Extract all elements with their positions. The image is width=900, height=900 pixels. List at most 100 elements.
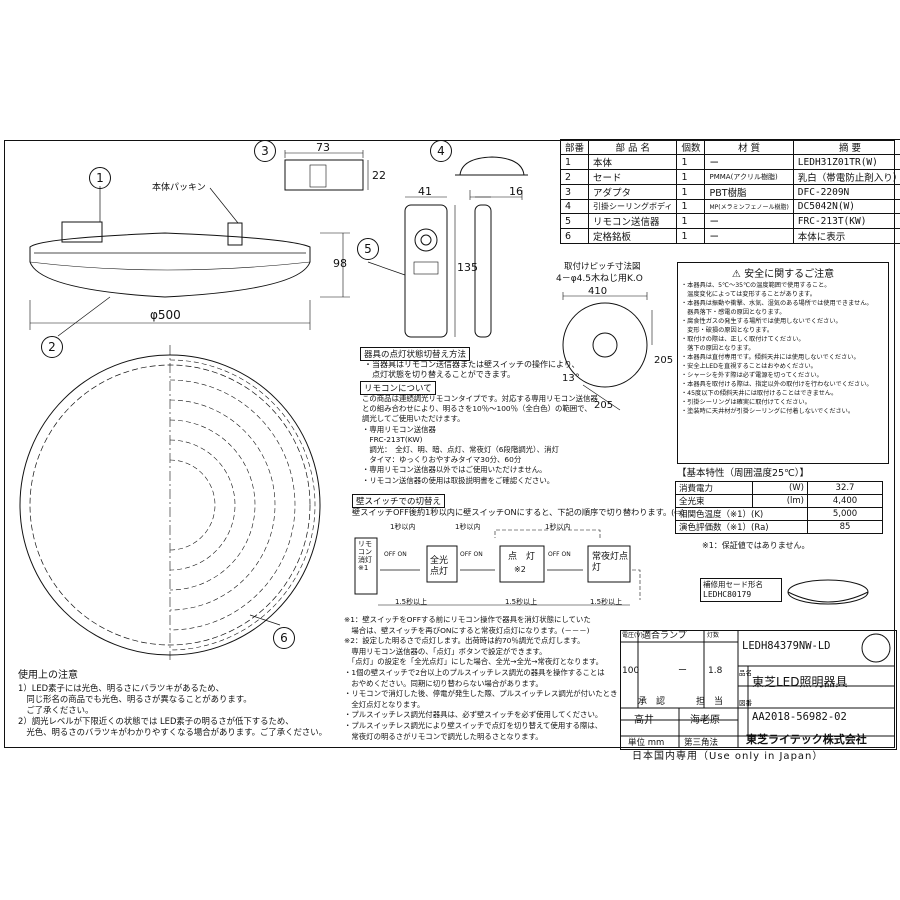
part-qty: 1 xyxy=(676,199,706,214)
part-summary: DFC-2209N xyxy=(792,184,900,200)
safety-line: 器具落下・感電の原因となります。 xyxy=(681,309,786,316)
parts-header: 部 品 名 xyxy=(588,139,678,155)
person-in-charge: 海老原 xyxy=(690,715,720,726)
fixture-side-view xyxy=(29,232,311,298)
remote-title: リモコンについて xyxy=(360,381,436,395)
part-name: 定格銘板 xyxy=(588,228,678,244)
projection: 第三角法 xyxy=(684,738,719,748)
dim-205b: 205 xyxy=(594,400,614,411)
product-thumbnail xyxy=(787,579,869,605)
off-on-2: OFF ON xyxy=(460,551,483,558)
unit: 単位 mm xyxy=(628,738,665,748)
part-no: 3 xyxy=(559,184,590,200)
safety-line: ・取付けの際は、正しく取付けてください。 xyxy=(681,336,805,343)
drawing-sheet xyxy=(4,140,895,748)
part-no: 5 xyxy=(559,213,590,229)
ratio: 1.8 xyxy=(708,666,723,676)
remote-line: タイマ：ゆっくりおやすみタイマ30分、60分 xyxy=(362,455,522,465)
screw-label: 4－φ4.5木ねじ用K.O xyxy=(556,274,643,284)
footnote-line: 「点灯」の設定を「全光点灯」にした場合、全光→全光→常夜灯となります。 xyxy=(344,657,604,667)
callout-4: 4 xyxy=(430,140,452,162)
footnote-line: ・プルスイッチレス調光により壁スイッチで点灯を切り替えて使用する際は、 xyxy=(344,720,603,730)
usage-title: 使用上の注意 xyxy=(18,670,78,681)
usage-line: 光色、明るさのバラツキがわかりやすくなる場合があります。ご了承ください。 xyxy=(18,727,328,737)
usage-lines: 1）LED素子には光色、明るさにバラツキがあるため、 同じ形名の商品でも光色、明… xyxy=(18,683,327,738)
parts-header: 部番 xyxy=(559,139,590,155)
footnote-line: 全灯点灯となります。 xyxy=(344,699,425,709)
charge-hdr: 担 当 xyxy=(696,697,724,707)
safety-line: 落下の原因となります。 xyxy=(681,345,755,352)
remote-off-label: リモコン消灯※1 xyxy=(358,540,372,572)
part-name: リモコン送信器 xyxy=(588,213,678,229)
title-block xyxy=(620,630,897,750)
mounting-plate xyxy=(562,302,648,388)
part-material: MP(メラミンフェノール樹脂) xyxy=(704,199,794,214)
switching-line-2: 点灯状態を切り替えることができます。 xyxy=(364,370,515,379)
part-material: ー xyxy=(704,213,794,229)
table-row: 相関色温度（※1）(K)5,000 xyxy=(675,507,883,521)
wall-switch-title: 壁スイッチでの切替え xyxy=(352,494,446,508)
table-row: 消費電力(W)32.7 xyxy=(675,481,883,495)
footer-japan-only: 日本国内専用（Use only in Japan） xyxy=(632,751,824,762)
safety-line: ・本器具は振動や衝撃、水気、湿気のある場所では使用できません。 xyxy=(681,300,873,307)
spec-unit: (lm) xyxy=(752,494,808,508)
parts-header: 摘 要 xyxy=(792,139,900,155)
remote-lines: この商品は連続調光リモコンタイプです。対応する専用リモコン送信器との組み合わせに… xyxy=(362,394,598,486)
safety-line: ・引掛シーリングは確実に取付けてください。 xyxy=(681,399,811,406)
part-no: 6 xyxy=(559,228,590,244)
dim-410: 410 xyxy=(588,286,608,297)
safety-line: ・本器具を取付ける際は、指定以外の取付けを行わないでください。 xyxy=(681,381,873,388)
state-on: 点 灯 xyxy=(508,552,536,562)
over-2: 1.5秒以上 xyxy=(505,598,538,606)
part-material: ー xyxy=(704,154,794,170)
safety-line: ・本器具は、5℃～35℃の温度範囲で使用すること。 xyxy=(681,282,831,289)
remote-line: との組み合わせにより、明るさを10％～100％（全白色）の範囲で、 xyxy=(362,404,592,414)
name-hdr: 品名 xyxy=(739,669,752,677)
lamp-hdr: 適合ランプ xyxy=(642,631,687,641)
part-summary: DC5042N(W) xyxy=(792,199,900,214)
part-no: 2 xyxy=(559,169,590,185)
table-row: 全光束(lm)4,400 xyxy=(675,494,883,508)
safety-line: ・シャーシを外す際は必ず電源を切ってください。 xyxy=(681,372,823,379)
title-block-grid xyxy=(620,630,895,748)
footnote-line: ・リモコンで消灯した後、停電が発生した際、プルスイッチレス調光が付いたとき xyxy=(344,689,618,699)
basic-specs-title: 【基本特性（周囲温度25℃）】 xyxy=(677,468,810,479)
dim-22: 22 xyxy=(372,169,386,182)
footnotes: ※1：壁スイッチをOFFする前にリモコン操作で器具を消灯状態にしていた 場合は、… xyxy=(344,615,617,742)
model-number: LEDH84379NW-LD xyxy=(742,640,831,652)
footnote-line: 場合は、壁スイッチを再びONにすると常夜灯点灯になります。(－－－) xyxy=(344,625,590,635)
part-summary: 乳白（帯電防止剤入り） xyxy=(792,169,900,185)
part-qty: 1 xyxy=(676,169,706,185)
safety-line: ・安全上LEDを直視することはおやめください。 xyxy=(681,363,817,370)
spec-label: 相関色温度（※1）(K) xyxy=(675,507,808,521)
part-no: 4 xyxy=(559,199,590,214)
basic-specs-table: 消費電力(W)32.7 全光束(lm)4,400 相関色温度（※1）(K)5,0… xyxy=(675,481,883,534)
safety-title-row: ⚠ 安全に関するご注意 xyxy=(678,265,888,280)
footnote-line: ・1個の壁スイッチで2台以上のプルスイッチレス調光の器具を操作することは xyxy=(344,667,605,677)
dim-41: 41 xyxy=(418,185,432,198)
approve-hdr: 承 認 xyxy=(638,697,666,707)
dim-73: 73 xyxy=(316,141,330,154)
safety-lines: ・本器具は、5℃～35℃の温度範囲で使用すること。 温度変化によっては変形するこ… xyxy=(681,281,873,416)
ratio-hdr: 灯数 xyxy=(707,632,720,639)
footnote-line: おやめください。同期に切り替わらない場合があります。 xyxy=(344,678,543,688)
safety-line: ・本器具は直付専用です。傾斜天井には使用しないでください。 xyxy=(681,354,860,361)
parts-header: 材 質 xyxy=(704,139,794,155)
spec-label: 演色評価数（※1）(Ra) xyxy=(675,520,808,534)
spec-value: 4,400 xyxy=(807,494,883,508)
dim-135: 135 xyxy=(457,261,478,274)
over-3: 1.5秒以上 xyxy=(590,598,623,606)
drawing-number: AA2018-56982-02 xyxy=(752,711,847,723)
part-qty: 1 xyxy=(676,213,706,229)
part-qty: 1 xyxy=(676,228,706,244)
main-body-block xyxy=(61,221,103,243)
remote-line: ・専用リモコン送信器 xyxy=(362,424,436,434)
packing-label: 本体パッキン xyxy=(152,183,206,193)
adapter-drawing xyxy=(284,159,364,191)
part-material: PBT樹脂 xyxy=(704,184,794,200)
